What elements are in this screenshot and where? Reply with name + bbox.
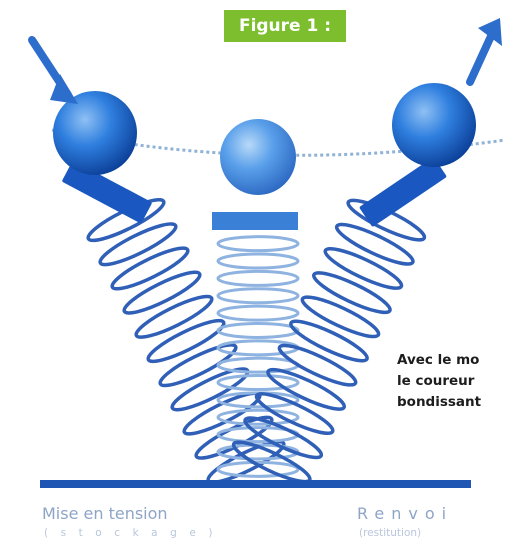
ground-line bbox=[40, 480, 471, 488]
spring-coil bbox=[218, 358, 298, 372]
tension-label: Mise en tension bbox=[42, 504, 168, 523]
spring-coil bbox=[218, 237, 298, 251]
return-label: Renvoi bbox=[357, 504, 453, 523]
up-arrow-icon bbox=[470, 18, 502, 82]
caption-line: le coureur bbox=[397, 371, 511, 392]
spring-coil bbox=[218, 254, 298, 268]
spring-coil bbox=[218, 289, 298, 303]
right-foot-pad bbox=[359, 157, 447, 227]
center-ball bbox=[220, 119, 296, 195]
left-ball bbox=[53, 91, 137, 175]
right-ball bbox=[392, 83, 476, 167]
restitution-label: (restitution) bbox=[359, 527, 421, 539]
spring-coil bbox=[218, 306, 298, 320]
caption-line: bondissant bbox=[397, 392, 511, 413]
spring-coil bbox=[218, 341, 298, 355]
spring-coil bbox=[218, 323, 298, 337]
center-foot-pad bbox=[212, 212, 298, 230]
caption-text: Avec le mo le coureur bondissant bbox=[397, 350, 511, 413]
spring-coil bbox=[218, 271, 298, 285]
down-arrow-icon bbox=[32, 40, 78, 104]
caption-line: Avec le mo bbox=[397, 350, 511, 371]
storage-label: ( s t o c k a g e ) bbox=[44, 527, 217, 539]
